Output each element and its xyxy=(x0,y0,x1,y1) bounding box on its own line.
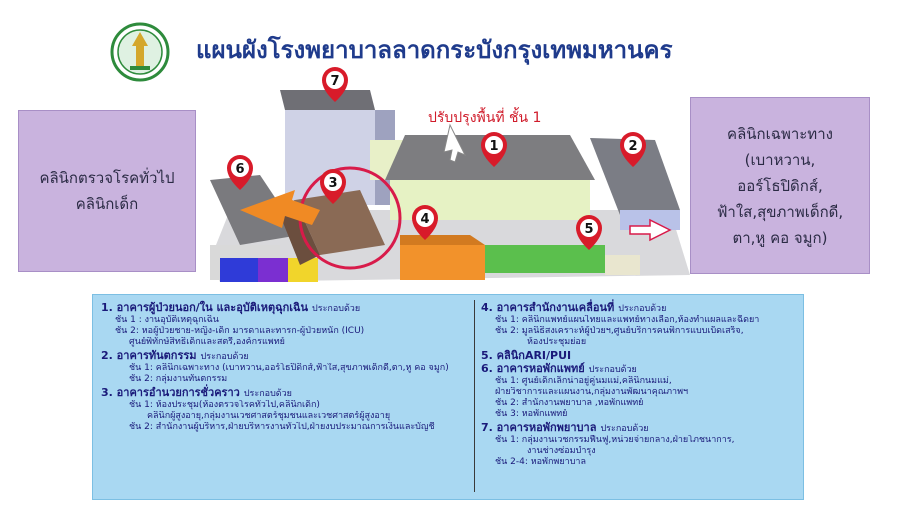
floor-line: ศูนย์พิทักษ์สิทธิเด็กและสตรี,องค์กรแพทย์ xyxy=(129,337,285,347)
section-title: 3. อาคารอำนวยการชั่วคราว xyxy=(101,386,240,399)
floor-line: ชั้น 1 : งานอุบัติเหตุฉุกเฉิน xyxy=(115,315,219,325)
section-note: ประกอบด้วย xyxy=(588,365,637,375)
floor-line: ชั้น 1: ศูนย์เด็กเล็กน่าอยู่คู่นมแม่,คลิ… xyxy=(495,376,672,386)
section-title: 2. อาคารทันตกรรม xyxy=(101,349,197,362)
section-note: ประกอบด้วย xyxy=(312,304,361,314)
floor-line: ชั้น 1: กลุ่มงานเวชกรรมฟื้นฟู,หน่วยจ่ายก… xyxy=(495,435,735,445)
section-note: ประกอบด้วย xyxy=(243,389,292,399)
pin-icon: 2 xyxy=(620,132,646,167)
section-heading: 4. อาคารสำนักงานเคลื่อนที่ประกอบด้วย xyxy=(481,302,799,315)
pin-label: 2 xyxy=(628,139,637,154)
floor-line: คลินิกผู้สูงอายุ,กลุ่มงานเวชศาสตร์ชุมชนแ… xyxy=(147,411,391,421)
section-title: 1. อาคารผู้ป่วยนอก/ใน และอุบัติเหตุฉุกเฉ… xyxy=(101,301,309,314)
floor-line: ชั้น 2: กลุ่มงานทันตกรรม xyxy=(129,374,228,384)
section-note: ประกอบด้วย xyxy=(200,352,249,362)
floor-line: ชั้น 1: คลินิกเฉพาะทาง (เบาหวาน,ออร์โธปิ… xyxy=(129,363,449,373)
section-heading: 1. อาคารผู้ป่วยนอก/ใน และอุบัติเหตุฉุกเฉ… xyxy=(101,302,473,315)
hospital-map: ปรับปรุงพื้นที่ ชั้น 1 7 1 2 3 4 5 6 xyxy=(210,67,690,282)
info-column-right: 4. อาคารสำนักงานเคลื่อนที่ประกอบด้วยชั้น… xyxy=(481,295,799,468)
floor-line: ห้องประชุมย่อย xyxy=(527,337,587,347)
right-box-line: (เบาหวาน, xyxy=(744,150,816,169)
section-title: 6. อาคารหอพักแพทย์ xyxy=(481,362,585,375)
pin-icon: 5 xyxy=(576,215,602,250)
pin-label: 3 xyxy=(328,176,337,191)
floor-line: ชั้น 3: หอพักแพทย์ xyxy=(495,409,568,419)
left-box-line: คลินิกตรวจโรคทั่วไป xyxy=(39,169,175,187)
floor-line: ชั้น 2: สำนักงานผู้บริหาร,ฝ่ายบริหารงานท… xyxy=(129,422,435,432)
pin-icon: 4 xyxy=(412,205,438,240)
section-heading: 3. อาคารอำนวยการชั่วคราวประกอบด้วย xyxy=(101,387,473,400)
general-clinic-box: คลินิกตรวจโรคทั่วไป คลินิกเด็ก xyxy=(18,110,196,272)
section-heading: 6. อาคารหอพักแพทย์ประกอบด้วย xyxy=(481,363,799,376)
left-box-line: คลินิกเด็ก xyxy=(75,195,139,213)
specialty-clinic-box: คลินิกเฉพาะทาง (เบาหวาน, ออร์โธปิดิกส์, … xyxy=(690,97,870,274)
floor-line: ฝ่ายวิชาการและแผนงาน,กลุ่มงานพัฒนาคุณภาพ… xyxy=(495,387,689,397)
floor-line: ชั้น 2: มูลนิธิสงเคราะห์ผู้ป่วยฯ,ศูนย์บร… xyxy=(495,326,744,336)
section-title: 7. อาคารหอพักพยาบาล xyxy=(481,421,597,434)
section-note: ประกอบด้วย xyxy=(600,424,649,434)
arrow-icon xyxy=(629,218,672,242)
building-7 xyxy=(280,90,395,205)
hospital-logo xyxy=(110,22,170,82)
section-note: ประกอบด้วย xyxy=(618,304,667,314)
floor-line: งานช่างซ่อมบำรุง xyxy=(527,446,596,456)
pin-icon: 3 xyxy=(320,169,346,204)
section-heading: 5. คลินิกARI/PUI xyxy=(481,350,799,361)
pin-label: 4 xyxy=(420,212,429,227)
pin-icon: 1 xyxy=(481,132,507,167)
blue-block xyxy=(220,258,258,282)
info-column-left: 1. อาคารผู้ป่วยนอก/ใน และอุบัติเหตุฉุกเฉ… xyxy=(101,295,473,433)
arrow-icon xyxy=(240,190,320,228)
section-heading: 2. อาคารทันตกรรมประกอบด้วย xyxy=(101,350,473,363)
building-4 xyxy=(400,235,485,280)
section-title: 4. อาคารสำนักงานเคลื่อนที่ xyxy=(481,301,615,314)
divider xyxy=(474,300,475,492)
section-heading: 7. อาคารหอพักพยาบาลประกอบด้วย xyxy=(481,422,799,435)
section-title: 5. คลินิกARI/PUI xyxy=(481,349,572,362)
right-box-line: ฟ้าใส,สุขภาพเด็กดี, xyxy=(716,202,844,221)
pin-label: 5 xyxy=(584,222,593,237)
page-title: แผนผังโรงพยาบาลลาดกระบังกรุงเทพมหานคร xyxy=(196,36,673,64)
building-5 xyxy=(485,245,640,275)
floor-line: ชั้น 2-4: หอพักพยาบาล xyxy=(495,457,586,467)
right-box-line: ตา,หู คอ จมูก) xyxy=(732,228,828,247)
floor-line: ชั้น 1: ห้องประชุม(ห้องตรวจโรคทั่วไป,คลิ… xyxy=(129,400,320,410)
cursor-icon xyxy=(443,123,467,163)
purple-block xyxy=(258,258,288,282)
floor-line: ชั้น 2: หอผู้ป่วยชาย-หญิง-เด็ก มารดาและท… xyxy=(115,326,365,336)
pin-label: 6 xyxy=(235,162,244,177)
pin-label: 1 xyxy=(489,139,498,154)
pin-icon: 7 xyxy=(322,67,348,102)
floor-line: ชั้น 2: สำนักงานพยาบาล ,หอพักแพทย์ xyxy=(495,398,644,408)
right-box-line: คลินิกเฉพาะทาง xyxy=(727,124,833,143)
pin-icon: 6 xyxy=(227,155,253,190)
pin-label: 7 xyxy=(330,74,339,89)
right-box-line: ออร์โธปิดิกส์, xyxy=(737,176,823,195)
floor-line: ชั้น 1: คลินิกแพทย์แผนไทยและแพทย์ทางเลือ… xyxy=(495,315,760,325)
info-panel: 1. อาคารผู้ป่วยนอก/ใน และอุบัติเหตุฉุกเฉ… xyxy=(92,294,804,500)
renovation-label: ปรับปรุงพื้นที่ ชั้น 1 xyxy=(428,107,541,126)
